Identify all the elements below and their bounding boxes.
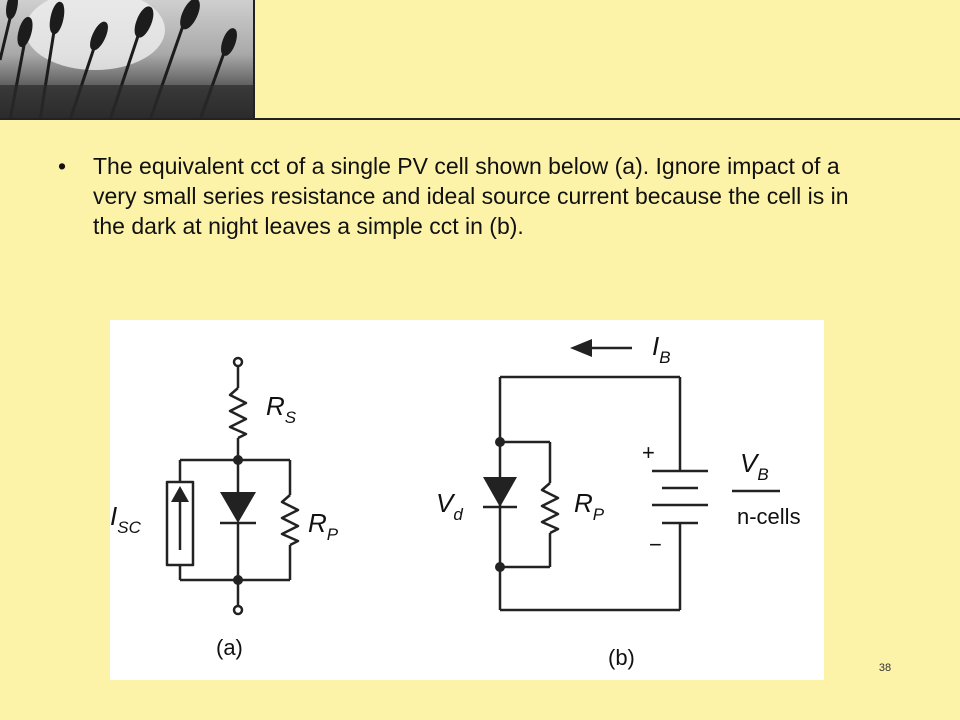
terminal-bottom-a (232, 604, 244, 616)
rs-sub-a: S (285, 408, 297, 427)
bullet-dot-icon: • (58, 153, 67, 179)
resistor-rs-a (228, 387, 248, 440)
battery-minus-label: − (649, 532, 662, 557)
isc-sub: SC (117, 518, 141, 537)
rp-sub-b: P (593, 505, 605, 524)
vd-label: V (436, 488, 456, 518)
svg-text:IB: IB (652, 331, 671, 367)
svg-text:ISC: ISC (110, 501, 142, 537)
ib-arrow-head (570, 339, 592, 357)
vb-sub: B (757, 465, 768, 484)
header-divider-horizontal (0, 118, 960, 120)
rp-sub-a: P (327, 525, 339, 544)
resistor-rp-b (540, 482, 560, 535)
circuit-figure: RS RP ISC (a) IB Vd RP VB n-cells + − (b… (110, 320, 824, 680)
current-source-isc (165, 480, 195, 567)
rs-label-a: R (266, 391, 285, 421)
header-wheat-photo (0, 0, 255, 120)
slide-number: 38 (878, 662, 892, 674)
svg-text:RS: RS (266, 391, 297, 427)
battery-plus-label: + (642, 440, 655, 465)
svg-text:RP: RP (308, 508, 339, 544)
resistor-rp-a (280, 494, 300, 547)
ncells-label: n-cells (737, 504, 801, 529)
isc-arrow-head (171, 486, 189, 502)
vb-label: V (740, 448, 760, 478)
svg-text:Vd: Vd (436, 488, 463, 524)
diode-a (220, 492, 256, 523)
isc-label: I (110, 501, 117, 531)
caption-b: (b) (608, 645, 635, 670)
bullet-text: The equivalent cct of a single PV cell s… (93, 153, 849, 239)
rp-label-b: R (574, 488, 593, 518)
vd-sub: d (453, 505, 463, 524)
ib-sub: B (659, 348, 670, 367)
rp-label-a: R (308, 508, 327, 538)
svg-text:RP: RP (574, 488, 605, 524)
caption-a: (a) (216, 635, 243, 660)
ib-label: I (652, 331, 659, 361)
svg-text:VB: VB (740, 448, 769, 484)
header-divider-vertical (253, 0, 255, 120)
terminal-top-a (232, 356, 244, 368)
diode-b (483, 477, 517, 507)
